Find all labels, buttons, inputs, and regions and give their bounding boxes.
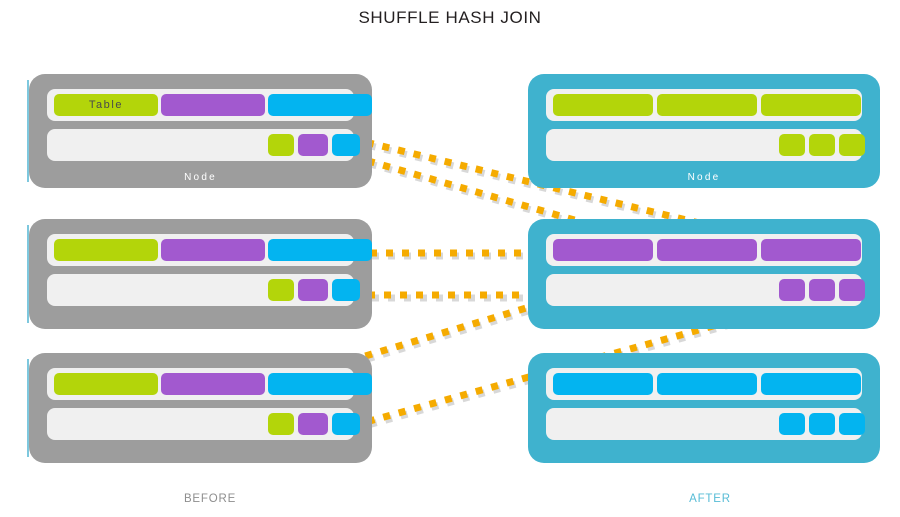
after-node-1[interactable]: Node <box>528 74 880 188</box>
after-node-3[interactable] <box>528 353 880 463</box>
block-small-cyan[interactable] <box>332 134 360 156</box>
block-small-purple[interactable] <box>298 413 328 435</box>
block-small-green[interactable] <box>268 413 294 435</box>
before-node-3-row-1 <box>47 368 372 400</box>
block-cyan[interactable] <box>268 94 372 116</box>
block-green[interactable] <box>657 94 757 116</box>
before-node-1-row-2 <box>47 129 360 161</box>
block-small-green[interactable] <box>268 134 294 156</box>
block-small-purple[interactable] <box>809 279 835 301</box>
before-node-2-row-2 <box>47 274 360 306</box>
before-node-1-row-1: Table <box>47 89 372 121</box>
after-node-2-row-1 <box>546 234 862 266</box>
before-node-1[interactable]: Table Node <box>27 74 372 188</box>
block-purple[interactable] <box>161 94 265 116</box>
block-small-cyan[interactable] <box>809 413 835 435</box>
legend-after: AFTER <box>689 493 731 505</box>
block-small-purple[interactable] <box>839 279 865 301</box>
block-cyan[interactable] <box>657 373 757 395</box>
block-purple[interactable] <box>553 239 653 261</box>
block-green[interactable] <box>54 373 158 395</box>
block-purple[interactable] <box>161 373 265 395</box>
block-green[interactable] <box>761 94 861 116</box>
block-small-purple[interactable] <box>298 279 328 301</box>
block-table-green[interactable]: Table <box>54 94 158 116</box>
block-cyan[interactable] <box>268 373 372 395</box>
block-small-purple[interactable] <box>298 134 328 156</box>
block-small-cyan[interactable] <box>332 413 360 435</box>
block-purple[interactable] <box>761 239 861 261</box>
after-node-3-row-2 <box>546 408 865 440</box>
block-green[interactable] <box>54 239 158 261</box>
after-node-1-caption: Node <box>687 172 721 183</box>
table-label: Table <box>88 99 124 111</box>
block-cyan[interactable] <box>761 373 861 395</box>
before-node-1-caption: Node <box>184 172 217 183</box>
block-small-purple[interactable] <box>779 279 805 301</box>
block-small-cyan[interactable] <box>779 413 805 435</box>
before-node-2[interactable] <box>27 219 372 329</box>
legend-before: BEFORE <box>183 493 237 505</box>
after-node-2-row-2 <box>546 274 865 306</box>
before-node-2-row-1 <box>47 234 372 266</box>
after-node-1-row-1 <box>546 89 862 121</box>
before-node-3-row-2 <box>47 408 360 440</box>
after-node-1-row-2 <box>546 129 865 161</box>
after-node-3-row-1 <box>546 368 862 400</box>
block-small-green[interactable] <box>809 134 835 156</box>
after-node-2[interactable] <box>528 219 880 329</box>
block-green[interactable] <box>553 94 653 116</box>
page-title: SHUFFLE HASH JOIN <box>358 8 542 27</box>
block-small-green[interactable] <box>839 134 865 156</box>
block-small-green[interactable] <box>779 134 805 156</box>
block-cyan[interactable] <box>268 239 372 261</box>
block-small-cyan[interactable] <box>839 413 865 435</box>
block-small-cyan[interactable] <box>332 279 360 301</box>
block-purple[interactable] <box>657 239 757 261</box>
block-small-green[interactable] <box>268 279 294 301</box>
before-node-3[interactable] <box>27 353 372 463</box>
block-purple[interactable] <box>161 239 265 261</box>
block-cyan[interactable] <box>553 373 653 395</box>
